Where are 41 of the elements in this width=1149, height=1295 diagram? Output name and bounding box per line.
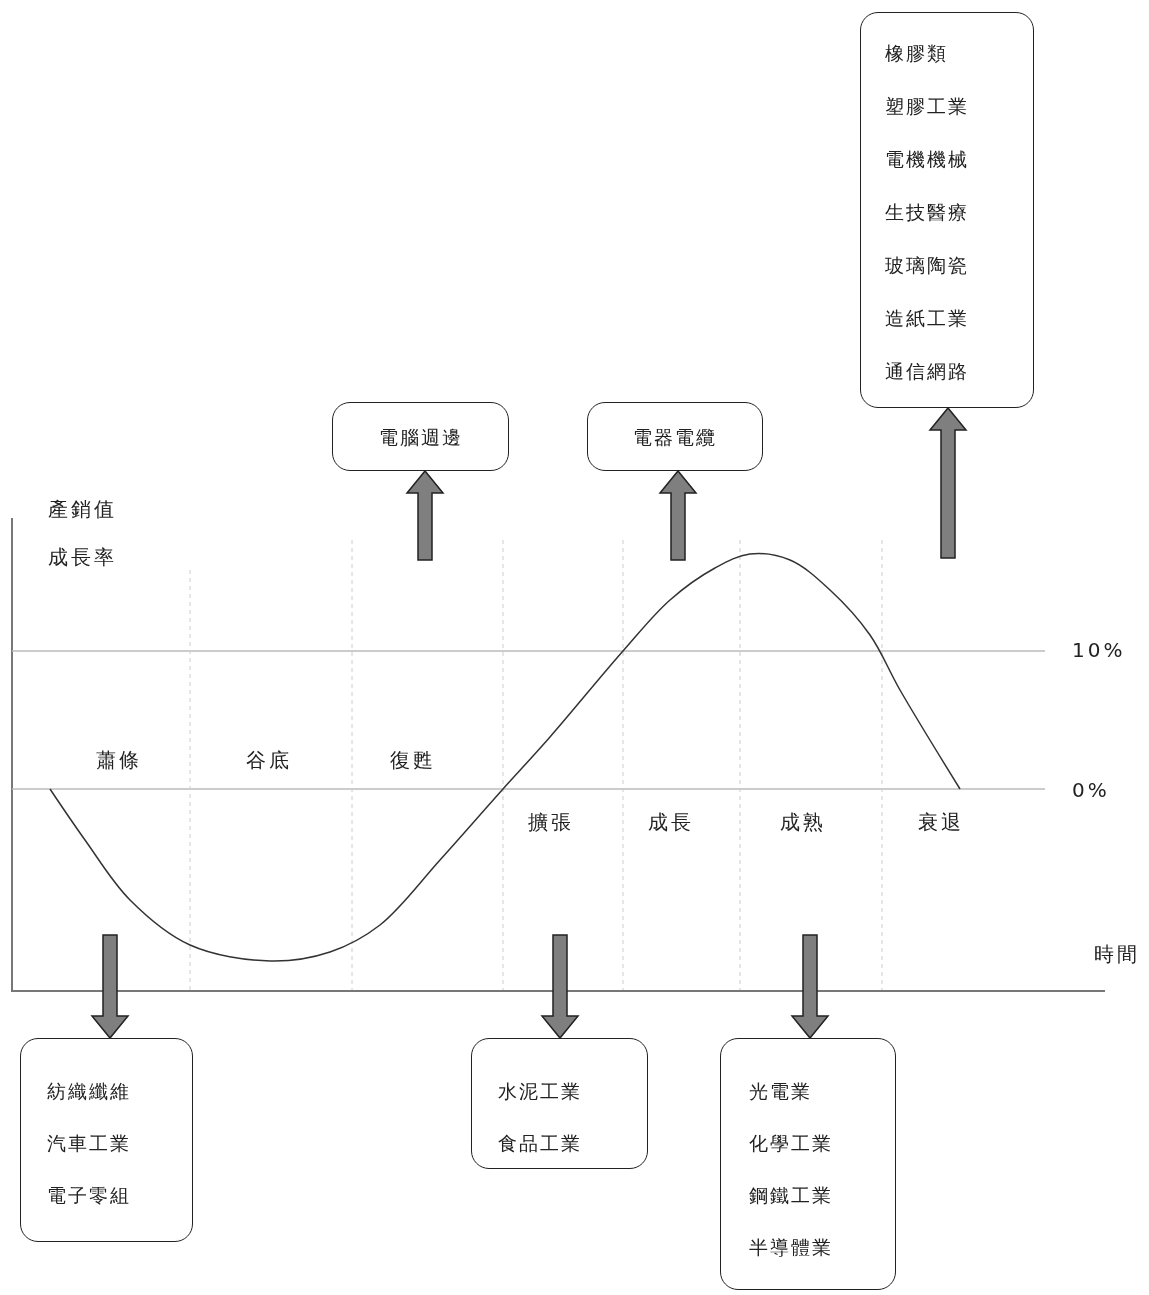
tick-label: 10% [1072, 638, 1126, 662]
industry-name: 紡織纖維 [47, 1079, 132, 1103]
block-arrow [790, 934, 830, 1040]
industry-name: 橡膠類 [885, 41, 949, 65]
industry-box [20, 1038, 193, 1242]
block-arrow [90, 934, 130, 1040]
industry-name: 化學工業 [749, 1131, 834, 1155]
industry-name: 造紙工業 [885, 306, 970, 330]
phase-label: 成熟 [780, 810, 826, 834]
phase-label: 擴張 [528, 810, 574, 834]
industry-name: 玻璃陶瓷 [885, 253, 970, 277]
axis-title: 時間 [1094, 942, 1140, 966]
industry-box [860, 12, 1034, 408]
industry-name: 鋼鐵工業 [749, 1183, 834, 1207]
industry-box [332, 402, 509, 471]
industry-name: 半導體業 [749, 1235, 834, 1259]
industry-box [471, 1038, 648, 1169]
industry-name: 塑膠工業 [885, 94, 970, 118]
phase-label: 谷底 [246, 748, 292, 772]
industry-name: 電子零組 [47, 1183, 132, 1207]
industry-box [720, 1038, 896, 1290]
industry-name: 電腦週邊 [377, 425, 464, 449]
phase-label: 蕭條 [96, 748, 142, 772]
industry-name: 電器電纜 [632, 425, 718, 449]
industry-name: 食品工業 [498, 1131, 583, 1155]
industry-name: 生技醫療 [885, 200, 970, 224]
industry-box [587, 402, 763, 471]
block-arrow [928, 406, 968, 559]
industry-name: 水泥工業 [498, 1079, 583, 1103]
industry-name: 汽車工業 [47, 1131, 132, 1155]
phase-label: 衰退 [918, 810, 964, 834]
industry-name: 通信網路 [885, 359, 970, 383]
block-arrow [405, 469, 445, 561]
industry-name: 電機機械 [885, 147, 970, 171]
industry-name: 光電業 [749, 1079, 813, 1103]
phase-label: 復甦 [390, 748, 436, 772]
block-arrow [658, 469, 698, 561]
tick-label: 0% [1072, 778, 1110, 802]
phase-label: 成長 [648, 810, 694, 834]
block-arrow [540, 934, 580, 1040]
axis-title: 產銷值成長率 [48, 496, 118, 571]
